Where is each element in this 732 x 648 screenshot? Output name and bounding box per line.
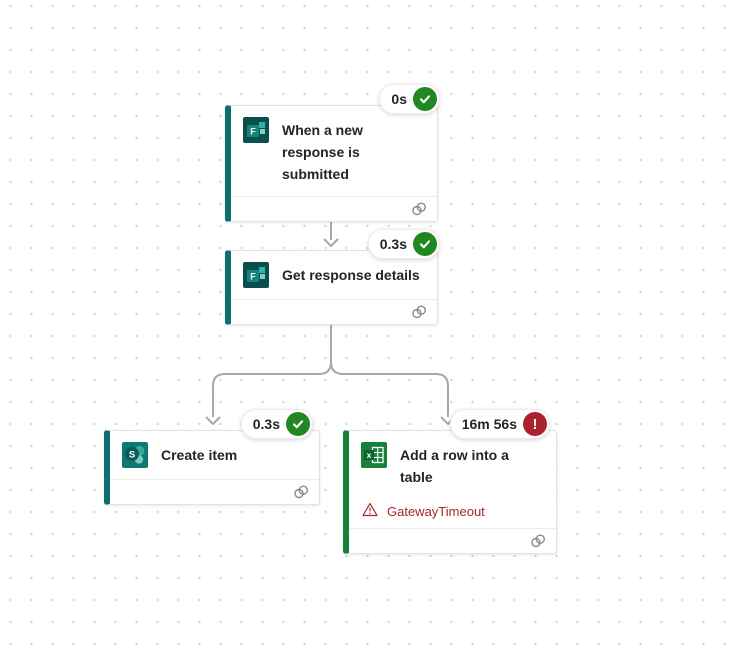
svg-text:F: F — [250, 127, 256, 137]
node-title: Get response details — [282, 267, 420, 283]
success-icon — [413, 232, 437, 256]
error-row: GatewayTimeout — [349, 499, 556, 528]
node-footer — [349, 528, 556, 553]
link-icon[interactable] — [410, 304, 428, 320]
flow-node-create-item[interactable]: 0.3s S Create item — [104, 409, 320, 505]
success-icon — [286, 412, 310, 436]
link-icon[interactable] — [529, 533, 547, 549]
link-icon[interactable] — [292, 484, 310, 500]
microsoft-forms-icon: F — [243, 262, 269, 288]
node-title: Create item — [161, 447, 238, 463]
status-badge: 0s — [379, 84, 440, 114]
status-badge: 0.3s — [367, 229, 440, 259]
svg-text:S: S — [129, 450, 135, 461]
error-icon: ! — [523, 412, 547, 436]
duration-label: 16m 56s — [461, 416, 517, 432]
duration-label: 0.3s — [252, 416, 280, 432]
duration-label: 0.3s — [379, 236, 407, 252]
warning-icon — [362, 502, 378, 520]
error-text: GatewayTimeout — [387, 503, 485, 519]
node-title: When a new response is submitted — [282, 122, 363, 182]
excel-icon: x — [361, 442, 387, 468]
sharepoint-icon: S — [122, 442, 148, 468]
svg-text:F: F — [250, 272, 256, 282]
duration-label: 0s — [391, 91, 407, 107]
node-footer — [110, 479, 319, 504]
link-icon[interactable] — [410, 201, 428, 217]
status-badge: 0.3s — [240, 409, 313, 439]
node-footer — [231, 196, 437, 221]
svg-text:x: x — [367, 450, 372, 460]
flow-node-get-response[interactable]: 0.3s F Get response details — [225, 229, 440, 325]
success-icon — [413, 87, 437, 111]
flow-node-trigger[interactable]: 0s F When a new response is submitted — [225, 84, 440, 222]
node-title: Add a row into a table — [400, 447, 509, 485]
microsoft-forms-icon: F — [243, 117, 269, 143]
status-badge: 16m 56s ! — [449, 409, 550, 439]
node-footer — [231, 299, 437, 324]
flow-node-add-row[interactable]: 16m 56s ! x Add a row into a table — [343, 409, 557, 554]
